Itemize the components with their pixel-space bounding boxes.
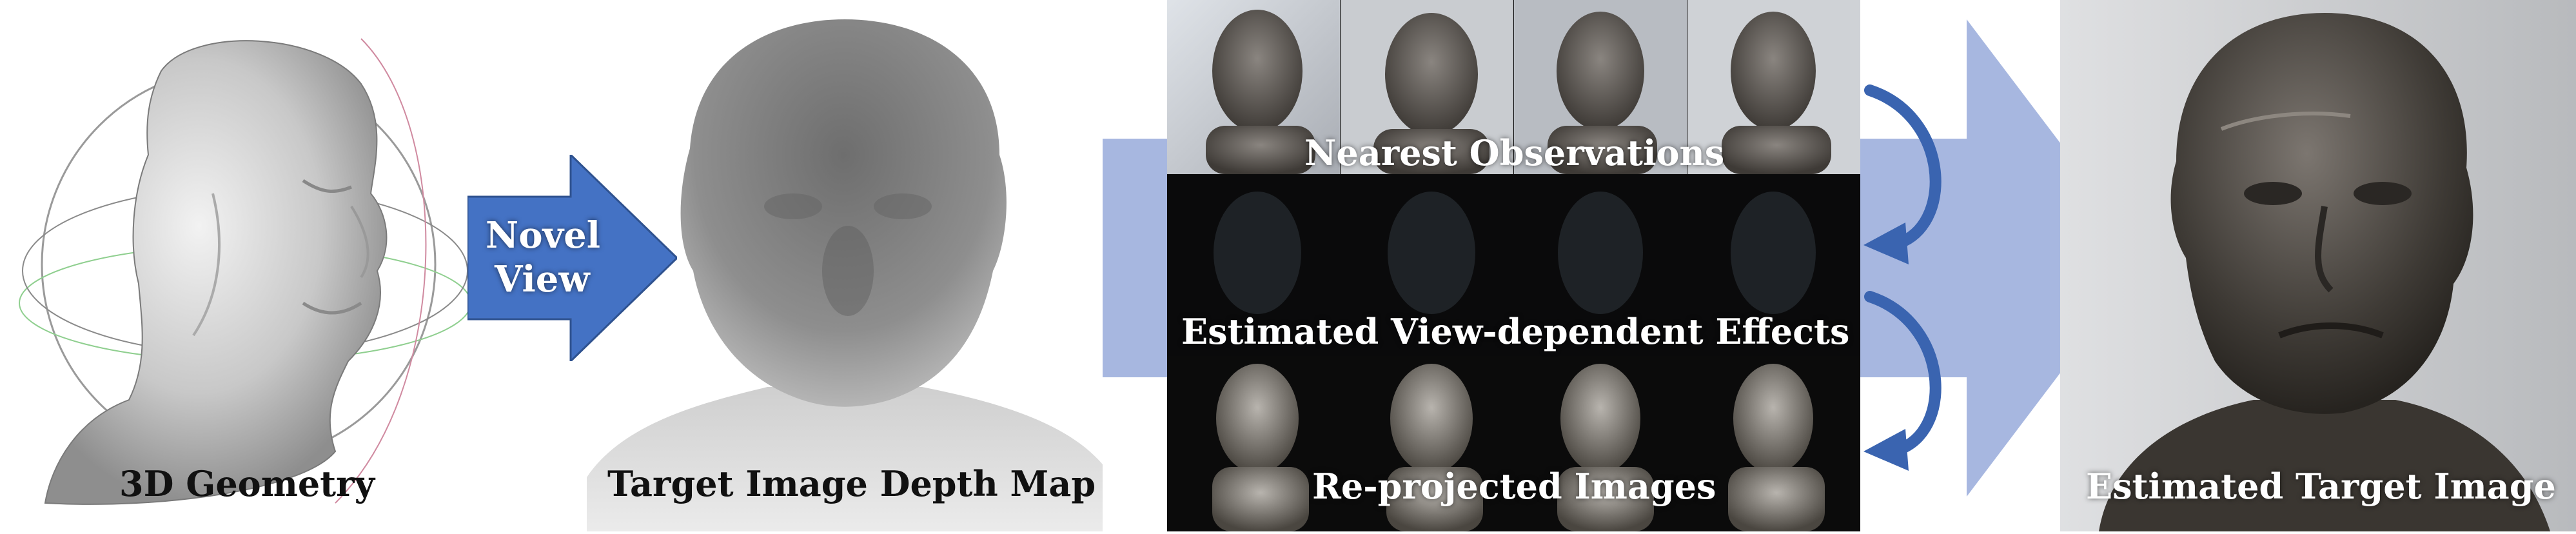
estimated-target-image bbox=[2060, 0, 2576, 531]
reprojected-label: Re-projected Images bbox=[1312, 466, 1716, 507]
depth-head bbox=[680, 19, 1007, 407]
depth-map-label: Target Image Depth Map bbox=[607, 463, 1096, 504]
nearest-label: Nearest Observations bbox=[1304, 132, 1725, 173]
reprojected-bust-1 bbox=[1216, 364, 1299, 473]
novel-view-label-line1: Novel bbox=[486, 214, 600, 257]
novel-view-label-line2: View bbox=[495, 258, 590, 301]
depth-map-panel: Target Image Depth Map bbox=[587, 0, 1103, 531]
nearest-bust-3 bbox=[1557, 12, 1644, 130]
effects-label: Estimated View-dependent Effects bbox=[1181, 311, 1850, 352]
head-mesh bbox=[44, 40, 388, 505]
geometry-label: 3D Geometry bbox=[119, 463, 375, 504]
reprojected-bust-4 bbox=[1733, 364, 1813, 473]
geometry-panel: 3D Geometry bbox=[0, 0, 477, 531]
estimated-target-label: Estimated Target Image bbox=[2086, 466, 2556, 507]
effects-bust-1 bbox=[1214, 192, 1301, 314]
nearest-bust-4 bbox=[1731, 12, 1816, 130]
nearest-bust-1 bbox=[1212, 10, 1303, 132]
novel-view-arrow-shape bbox=[466, 152, 679, 364]
reprojected-bust-2 bbox=[1390, 364, 1473, 473]
curved-arrows bbox=[1857, 77, 1954, 477]
depth-map-image bbox=[587, 19, 1103, 531]
effects-bust-3 bbox=[1558, 192, 1643, 314]
reprojected-row bbox=[1167, 357, 1860, 531]
photo-grid: Nearest Observations Estimated View-depe… bbox=[1167, 0, 1860, 531]
curved-arrow-lower bbox=[1864, 291, 1942, 454]
nearest-bust-2 bbox=[1385, 13, 1478, 135]
reprojected-bust-3 bbox=[1560, 364, 1640, 473]
effects-bust-2 bbox=[1388, 192, 1475, 314]
target-bust-shoulders bbox=[2099, 400, 2550, 531]
effects-row bbox=[1167, 175, 1860, 356]
rotation-gizmo-pink bbox=[335, 38, 427, 504]
depth-shoulders bbox=[587, 387, 1103, 531]
effects-bust-4 bbox=[1731, 192, 1816, 314]
novel-view-arrow: Novel View bbox=[466, 152, 679, 364]
geometry-render bbox=[19, 38, 471, 505]
estimated-target-panel: Estimated Target Image bbox=[2060, 0, 2576, 531]
nearest-row bbox=[1167, 0, 1860, 174]
curved-arrow-upper bbox=[1864, 84, 1942, 248]
